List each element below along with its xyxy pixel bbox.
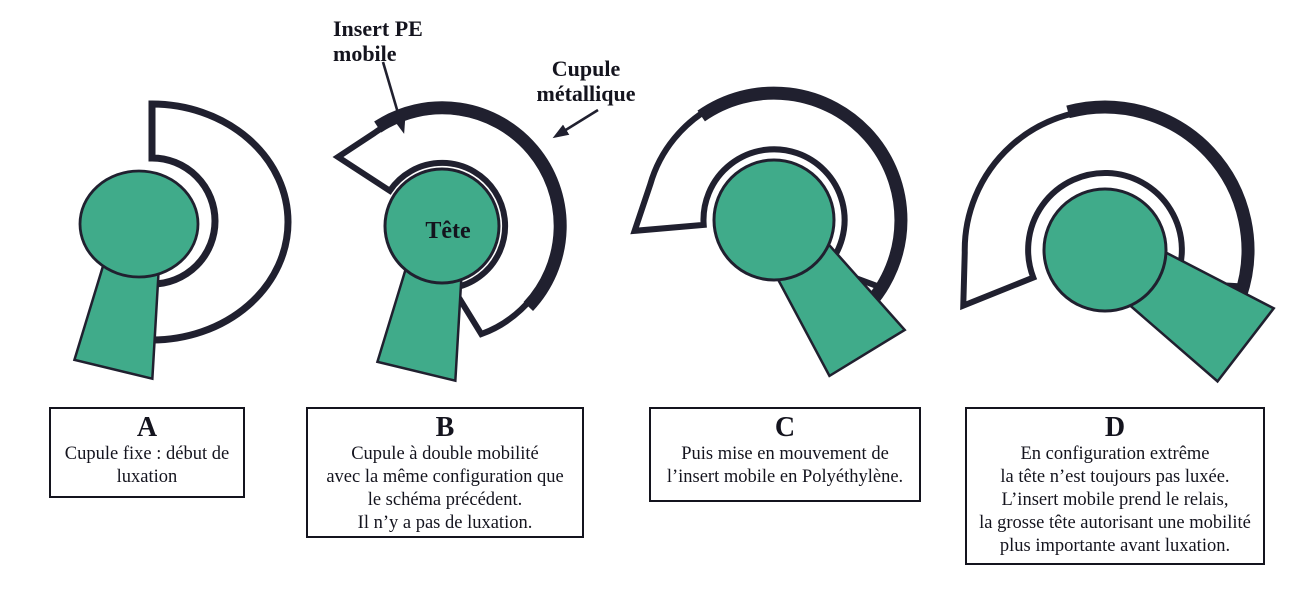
- panel-c-caption-box: C Puis mise en mouvement de l’insert mob…: [649, 407, 921, 502]
- figure-b: [332, 101, 567, 383]
- panel-a-letter: A: [136, 412, 158, 443]
- panel-a-caption-box: A Cupule fixe : début de luxation: [49, 407, 245, 498]
- figure-d: [960, 100, 1276, 384]
- femoral-head-shape: [712, 158, 836, 282]
- femoral-head-shape: [1042, 187, 1168, 313]
- fixed-cup-shape: [148, 100, 292, 344]
- panel-b-caption-box: B Cupule à double mobilité avec la même …: [306, 407, 584, 538]
- panel-d-caption-box: D En configuration extrême la tête n’est…: [965, 407, 1265, 565]
- metal-cup-arc: [697, 86, 908, 310]
- tete-label: Tête: [425, 218, 471, 244]
- insert-pe-label: Insert PE mobile: [333, 16, 423, 66]
- panel-a-caption: Cupule fixe : début de luxation: [64, 444, 230, 487]
- metal-cup-arc: [1066, 100, 1255, 299]
- femoral-head-shape: [78, 169, 200, 279]
- femoral-head-shape: [383, 167, 501, 285]
- panel-c-caption: Puis mise en mouvement de l’insert mobil…: [666, 444, 904, 487]
- panel-d-letter: D: [1104, 412, 1126, 443]
- metal-cup-arc: [374, 101, 567, 311]
- cupule-metallique-label: Cupule métallique: [536, 56, 636, 106]
- panel-c-letter: C: [774, 412, 796, 443]
- cupule-metallique-arrow: [552, 108, 599, 139]
- figure-c: [630, 86, 908, 378]
- insert-pe-arrow: [381, 61, 406, 134]
- panel-b-letter: B: [435, 412, 455, 443]
- panel-d-caption: En configuration extrême la tête n’est t…: [979, 444, 1251, 556]
- panel-b-caption: Cupule à double mobilité avec la même co…: [326, 444, 564, 533]
- figure-a: [72, 100, 292, 381]
